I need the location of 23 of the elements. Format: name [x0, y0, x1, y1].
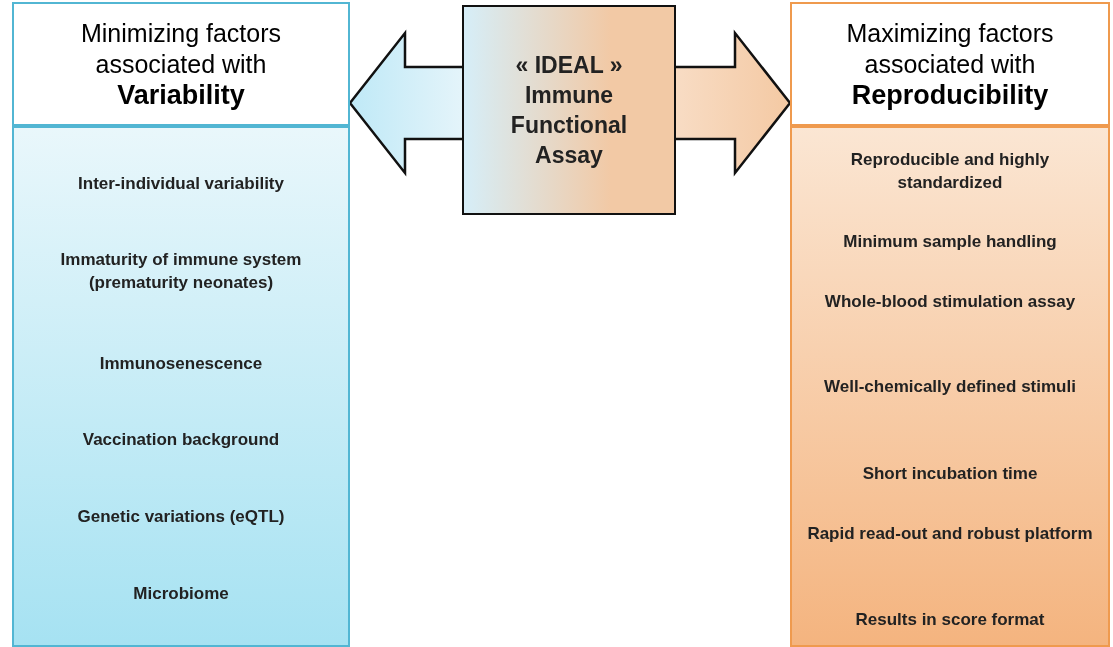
factor-text: Genetic variations (eQTL) [76, 506, 286, 528]
factor-text: Results in score format [854, 609, 1046, 631]
factor-text: Immaturity of immune system (prematurity neonates) [59, 249, 303, 294]
assay-title: « IDEAL » Immune Functional Assay [509, 51, 629, 170]
factor-text: Well-chemically defined stimuli [823, 376, 1077, 398]
factor-text: Whole-blood stimulation assay [823, 291, 1077, 313]
factor-panel [12, 126, 350, 647]
factor-text: Immunosenescence [98, 353, 264, 375]
factor-panel [790, 126, 1110, 647]
factor-text: Vaccination background [81, 429, 281, 451]
header-box [790, 2, 1110, 126]
header-box [12, 2, 350, 126]
block-arrow [674, 29, 792, 177]
factor-text: Microbiome [132, 583, 230, 605]
header-text: Maximizing factors associated with Reproducibility [845, 17, 1055, 111]
factor-text: Minimum sample handling [842, 231, 1058, 253]
factor-text: Rapid read-out and robust platform [806, 523, 1094, 545]
header-text: Minimizing factors associated with Variability [79, 17, 283, 111]
factor-text: Inter-individual variability [77, 173, 285, 195]
factor-text: Short incubation time [861, 463, 1039, 485]
center-box [462, 5, 676, 215]
factor-text: Reproducible and highly standardized [849, 149, 1051, 194]
block-arrow [348, 29, 464, 177]
